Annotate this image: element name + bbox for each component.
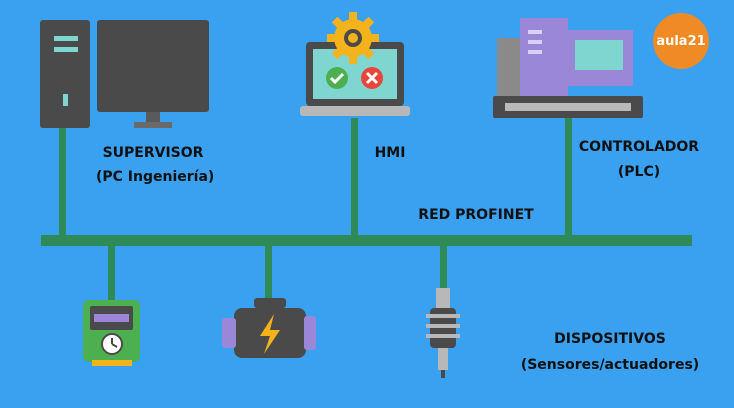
devices-title: DISPOSITIVOS bbox=[554, 331, 666, 347]
drop-device-2 bbox=[265, 244, 272, 299]
supervisor-title: SUPERVISOR bbox=[102, 145, 204, 161]
controller-title: CONTROLADOR bbox=[578, 139, 700, 155]
bus-line bbox=[41, 235, 692, 246]
power-meter-icon bbox=[83, 300, 140, 366]
desktop-computer-icon bbox=[40, 20, 209, 128]
sensor-probe-icon bbox=[426, 288, 460, 378]
drop-controller bbox=[565, 118, 572, 238]
drop-device-3 bbox=[440, 244, 447, 290]
drop-device-1 bbox=[108, 244, 115, 302]
controller-subtitle: (PLC) bbox=[617, 164, 661, 180]
hmi-title: HMI bbox=[374, 145, 406, 161]
profinet-bus bbox=[41, 118, 692, 302]
aula21-logo: aula21 bbox=[653, 13, 709, 69]
laptop-gear-icon bbox=[300, 12, 410, 116]
gear-icon bbox=[327, 12, 379, 64]
motor-engine-icon bbox=[222, 298, 316, 358]
drop-hmi bbox=[351, 118, 358, 238]
logo-text: aula21 bbox=[656, 33, 706, 49]
check-icon bbox=[326, 67, 348, 89]
supervisor-subtitle: (PC Ingeniería) bbox=[96, 169, 215, 185]
cross-icon bbox=[361, 67, 383, 89]
drop-supervisor bbox=[59, 128, 66, 238]
plc-rack-icon bbox=[493, 18, 643, 118]
network-label: RED PROFINET bbox=[418, 207, 534, 223]
devices-subtitle: (Sensores/actuadores) bbox=[520, 357, 700, 373]
